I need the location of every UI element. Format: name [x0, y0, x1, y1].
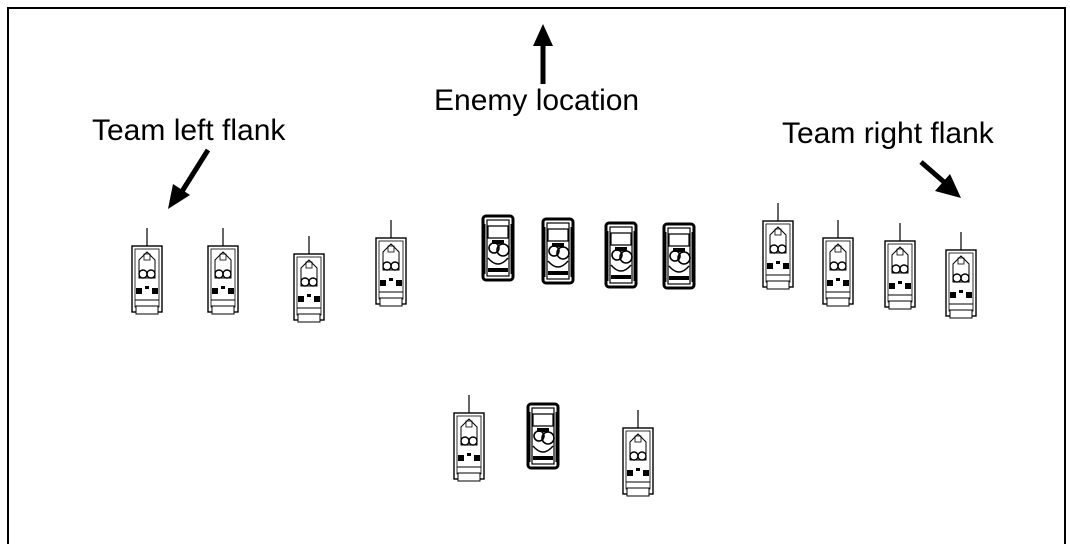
front-row-left-light-tank-icon — [131, 228, 163, 315]
front-row-left-light-tank-icon — [207, 228, 239, 315]
left-flank-label: Team left flank — [92, 114, 286, 147]
enemy-arrow-icon — [533, 24, 553, 84]
rear-row-rear-dark-tank-icon — [526, 402, 560, 470]
front-row-left-light-tank-icon — [293, 236, 325, 323]
left-flank-arrow-icon — [168, 148, 211, 209]
front-row-right-light-tank-icon — [884, 223, 916, 310]
front-row-center-dark-tank-icon — [541, 217, 575, 285]
front-row-right-light-tank-icon — [945, 232, 977, 319]
enemy-location-label: Enemy location — [434, 84, 640, 117]
rear-row-rear-light-tank-icon — [453, 395, 485, 482]
right-flank-arrow-icon — [919, 160, 961, 198]
right-flank-label: Team right flank — [782, 117, 994, 150]
rear-row-rear-light-tank-icon — [622, 410, 654, 497]
front-row-right-light-tank-icon — [762, 203, 794, 290]
front-row-center-dark-tank-icon — [662, 222, 696, 290]
front-row-left-light-tank-icon — [375, 220, 407, 307]
front-row-right-light-tank-icon — [822, 220, 854, 307]
front-row-center-dark-tank-icon — [481, 214, 515, 282]
front-row-center-dark-tank-icon — [604, 221, 638, 289]
